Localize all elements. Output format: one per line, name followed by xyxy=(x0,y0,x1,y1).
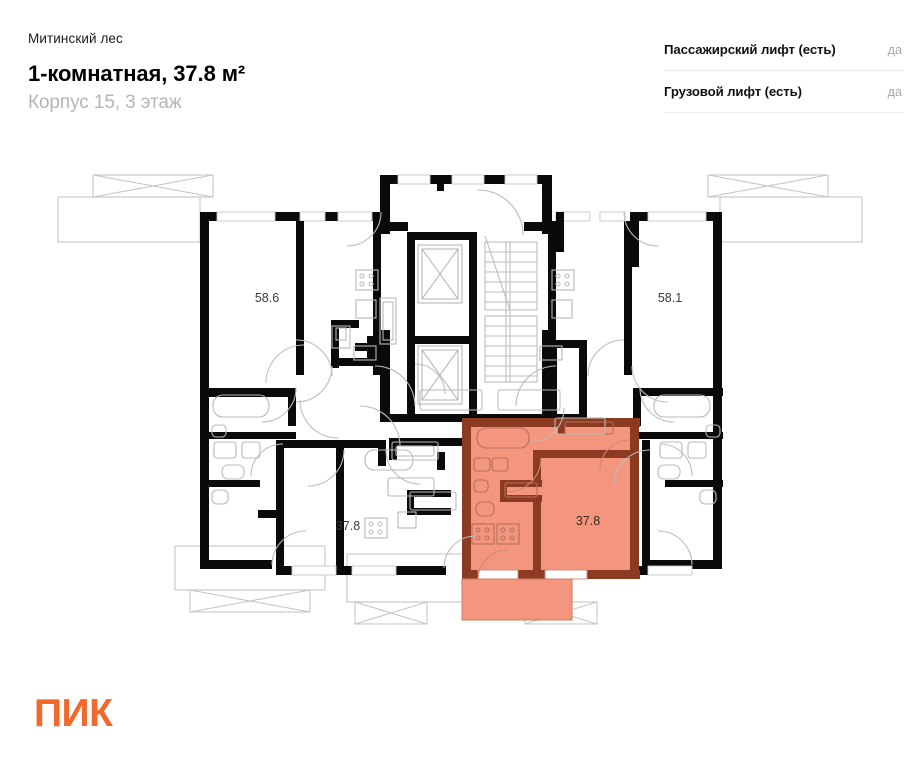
spec-row-freight-lift: Грузовой лифт (есть) да xyxy=(664,71,904,113)
area-label-37-8-left: 37.8 xyxy=(336,519,360,533)
spec-label: Пассажирский лифт (есть) xyxy=(664,42,836,57)
plan-fixtures xyxy=(211,235,721,539)
plan-header: Митинский лес 1-комнатная, 37.8 м² Корпу… xyxy=(28,30,448,115)
building-walls xyxy=(200,174,723,576)
spec-label: Грузовой лифт (есть) xyxy=(664,84,802,99)
spec-value: да xyxy=(887,42,902,57)
floor-plan-svg[interactable]: 37.8 xyxy=(0,150,922,670)
pik-logo[interactable]: ПИК xyxy=(34,692,113,735)
plan-area-labels: 58.6 58.1 37.8 xyxy=(255,291,682,533)
building-floor-subtitle: Корпус 15, 3 этаж xyxy=(28,92,182,113)
specs-list: Пассажирский лифт (есть) да Грузовой лиф… xyxy=(664,28,904,113)
spec-value: да xyxy=(887,84,902,99)
area-label-58-6: 58.6 xyxy=(255,291,279,305)
floor-plan-container: 37.8 xyxy=(0,150,922,670)
page-title: 1-комнатная, 37.8 м² xyxy=(28,61,246,86)
selected-area-label: 37.8 xyxy=(576,514,600,528)
area-label-58-1: 58.1 xyxy=(658,291,682,305)
selected-apartment[interactable]: 37.8 xyxy=(461,418,640,621)
plan-door-arcs xyxy=(250,189,693,569)
complex-name: Митинский лес xyxy=(28,31,123,46)
spec-row-passenger-lift: Пассажирский лифт (есть) да xyxy=(664,28,904,71)
plan-thin-linework xyxy=(57,174,863,625)
